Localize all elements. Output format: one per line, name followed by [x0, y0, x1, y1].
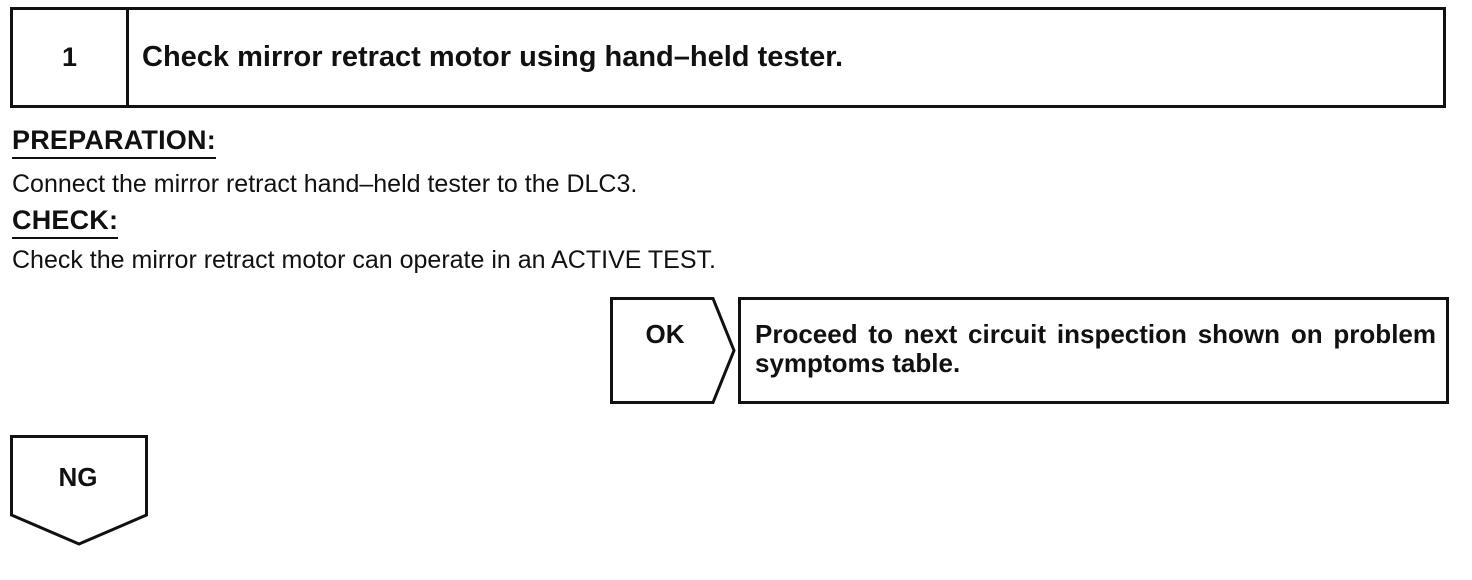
- ng-label: NG: [58, 462, 98, 492]
- step-number: 1: [13, 10, 129, 105]
- check-label: CHECK:: [12, 204, 119, 239]
- ok-arrow-shape: [610, 297, 736, 404]
- ok-label: OK: [645, 319, 685, 349]
- ng-arrow-shape: [10, 435, 148, 546]
- ng-branch-tag: NG: [10, 435, 150, 547]
- preparation-label: PREPARATION:: [12, 124, 216, 159]
- step-header: 1 Check mirror retract motor using hand–…: [10, 7, 1446, 108]
- preparation-text: Connect the mirror retract hand–held tes…: [12, 170, 638, 198]
- step-title: Check mirror retract motor using hand–he…: [142, 41, 844, 73]
- ok-branch-tag: OK: [610, 297, 736, 404]
- ok-result-box: Proceed to next circuit inspection shown…: [738, 297, 1449, 404]
- check-text: Check the mirror retract motor can opera…: [12, 246, 716, 274]
